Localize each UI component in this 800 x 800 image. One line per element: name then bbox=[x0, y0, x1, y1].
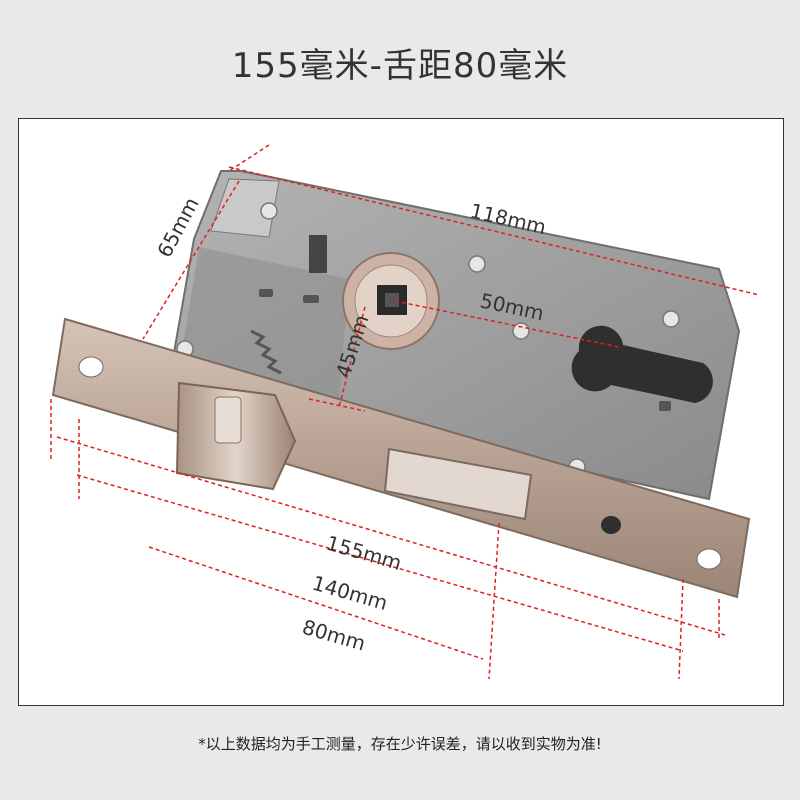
cylinder-hole bbox=[571, 325, 713, 403]
lock-body bbox=[167, 170, 741, 501]
lever-slot bbox=[309, 235, 327, 273]
screws bbox=[176, 202, 680, 476]
spring bbox=[250, 329, 282, 375]
latch-bolt bbox=[175, 381, 297, 491]
dim-140mm: 140mm bbox=[310, 571, 391, 615]
deadbolt-slot bbox=[383, 447, 533, 521]
dim-155mm: 155mm bbox=[324, 531, 405, 575]
product-image-frame: 65mm 118mm 50mm 45mm 155mm 140mm 80mm bbox=[18, 118, 784, 706]
spindle-hub bbox=[342, 252, 440, 350]
slot bbox=[659, 401, 671, 411]
slot bbox=[259, 289, 273, 297]
disclaimer-note: *以上数据均为手工测量，存在少许误差，请以收到实物为准! bbox=[198, 735, 602, 753]
page-title: 155毫米-舌距80毫米 bbox=[231, 46, 569, 86]
mortise-lock-illustration: 65mm 118mm 50mm 45mm 155mm 140mm 80mm bbox=[50, 144, 760, 680]
dim-80mm: 80mm bbox=[300, 615, 369, 656]
slot bbox=[303, 295, 319, 303]
